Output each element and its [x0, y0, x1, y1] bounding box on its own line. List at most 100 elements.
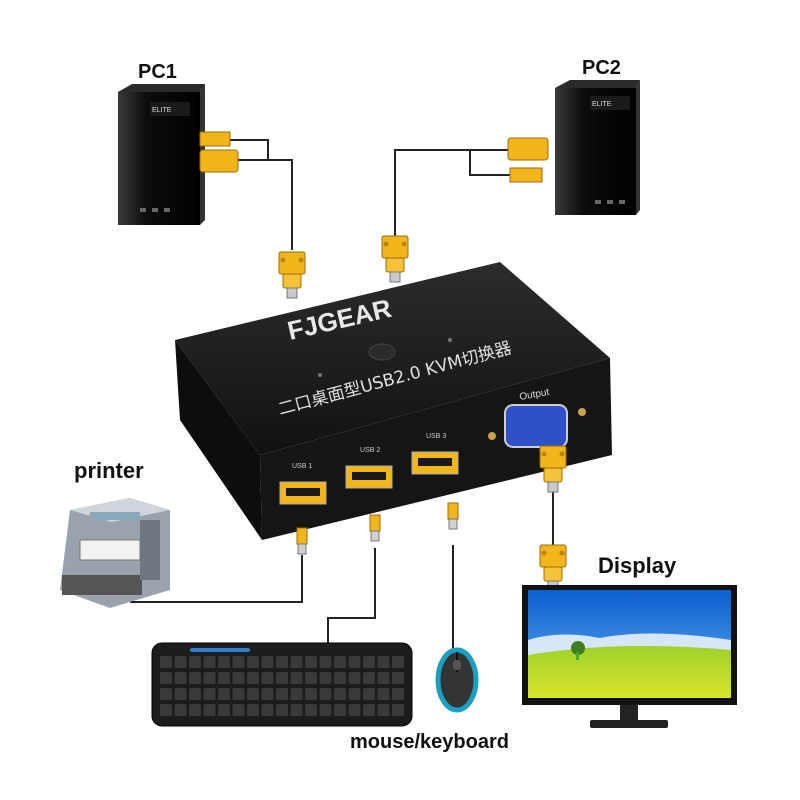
keyboard-key — [189, 704, 201, 716]
printer — [60, 498, 170, 608]
keyboard-key — [377, 656, 390, 668]
keyboard-key — [247, 672, 259, 684]
cables — [130, 139, 554, 650]
keyboard-key — [160, 672, 172, 684]
keyboard-key — [319, 704, 332, 716]
kvm-switch: FJGEAR 二口桌面型USB2.0 KVM切换器 Output USB 1 U… — [175, 262, 612, 540]
keyboard-usb-plug — [369, 514, 381, 542]
keyboard-cable — [327, 548, 376, 645]
pc1-label: PC1 — [138, 61, 177, 83]
keyboard-key — [334, 656, 346, 668]
mouse — [435, 647, 479, 713]
keyboard-key — [189, 672, 201, 684]
keyboard-key — [276, 704, 288, 716]
display-label: Display — [598, 553, 677, 578]
keyboard-key — [160, 656, 172, 668]
keyboard-key — [377, 704, 390, 716]
keyboard-key — [276, 672, 288, 684]
keyboard-key — [218, 688, 230, 700]
keyboard-key — [363, 672, 375, 684]
keyboard-key — [363, 704, 375, 716]
keyboard-key — [232, 656, 245, 668]
kvm-output-label: Output — [519, 387, 551, 403]
keyboard-key — [392, 688, 404, 700]
keyboard-key — [348, 704, 361, 716]
keyboard-key — [319, 672, 332, 684]
keyboard-key — [160, 704, 172, 716]
keyboard-key — [247, 656, 259, 668]
keyboard-key — [218, 672, 230, 684]
keyboard-key — [276, 688, 288, 700]
keyboard-key — [232, 672, 245, 684]
keyboard-key — [203, 704, 216, 716]
mouse-keyboard-label: mouse/keyboard — [350, 731, 509, 753]
pc2-kvm-vga-plug — [381, 235, 409, 283]
keyboard-key — [377, 688, 390, 700]
keyboard-key — [232, 704, 245, 716]
kvm-output-vga-plug — [539, 445, 567, 493]
keyboard-key — [247, 704, 259, 716]
usb-port-1-label: USB 1 — [292, 463, 312, 470]
usb-port-2-label: USB 2 — [360, 447, 380, 454]
pc2-usb-cable — [469, 150, 512, 176]
keyboard-key — [334, 704, 346, 716]
keyboard-key — [261, 704, 274, 716]
keyboard-key — [203, 688, 216, 700]
keyboard — [151, 642, 413, 727]
keyboard-key — [174, 672, 187, 684]
led-1 — [318, 373, 322, 377]
keyboard-key — [189, 656, 201, 668]
kvm-vga-output-port — [504, 404, 568, 448]
pc2-tower: ELITE — [555, 80, 640, 215]
pc2-vga-plug — [507, 137, 549, 161]
keyboard-key — [174, 688, 187, 700]
pc1-tower: ELITE — [118, 84, 205, 225]
keyboard-key — [392, 672, 404, 684]
keyboard-key — [334, 688, 346, 700]
keyboard-key — [276, 656, 288, 668]
pc1-vga-cable — [230, 159, 293, 250]
mouse-usb-plug — [447, 502, 459, 530]
keyboard-key — [261, 688, 274, 700]
led-2 — [448, 338, 452, 342]
keyboard-key — [290, 704, 303, 716]
display-vga-plug — [539, 544, 567, 592]
keyboard-key — [348, 672, 361, 684]
keyboard-key — [174, 704, 187, 716]
usb-port-2: USB 2 — [345, 447, 393, 489]
keyboard-key — [160, 688, 172, 700]
usb-port-3: USB 3 — [411, 433, 459, 475]
keyboard-key — [348, 656, 361, 668]
pc1-usb-plug — [199, 131, 231, 147]
keyboard-key — [334, 672, 346, 684]
keyboard-key — [305, 672, 317, 684]
pc1-vga-plug — [199, 149, 239, 173]
keyboard-key — [319, 656, 332, 668]
display-monitor — [522, 585, 737, 728]
keyboard-key — [305, 656, 317, 668]
keyboard-key — [377, 672, 390, 684]
printer-label: printer — [74, 458, 144, 483]
keyboard-key — [261, 656, 274, 668]
keyboard-key — [218, 704, 230, 716]
keyboard-key — [232, 688, 245, 700]
pc1-usb-cable — [230, 139, 269, 160]
keyboard-key — [261, 672, 274, 684]
printer-usb-plug — [296, 527, 308, 555]
keyboard-key — [348, 688, 361, 700]
keyboard-key — [305, 688, 317, 700]
keyboard-key — [290, 688, 303, 700]
keyboard-key — [392, 656, 404, 668]
kvm-switch-button — [368, 343, 396, 361]
pc2-label: PC2 — [582, 57, 621, 79]
keyboard-key — [218, 656, 230, 668]
keyboard-key — [290, 672, 303, 684]
keyboard-key — [363, 688, 375, 700]
printer-cable — [130, 555, 303, 603]
keyboard-key — [189, 688, 201, 700]
pc2-badge: ELITE — [592, 101, 612, 108]
usb-port-1: USB 1 — [279, 463, 327, 505]
keyboard-key — [392, 704, 404, 716]
pc2-usb-plug — [509, 167, 543, 183]
